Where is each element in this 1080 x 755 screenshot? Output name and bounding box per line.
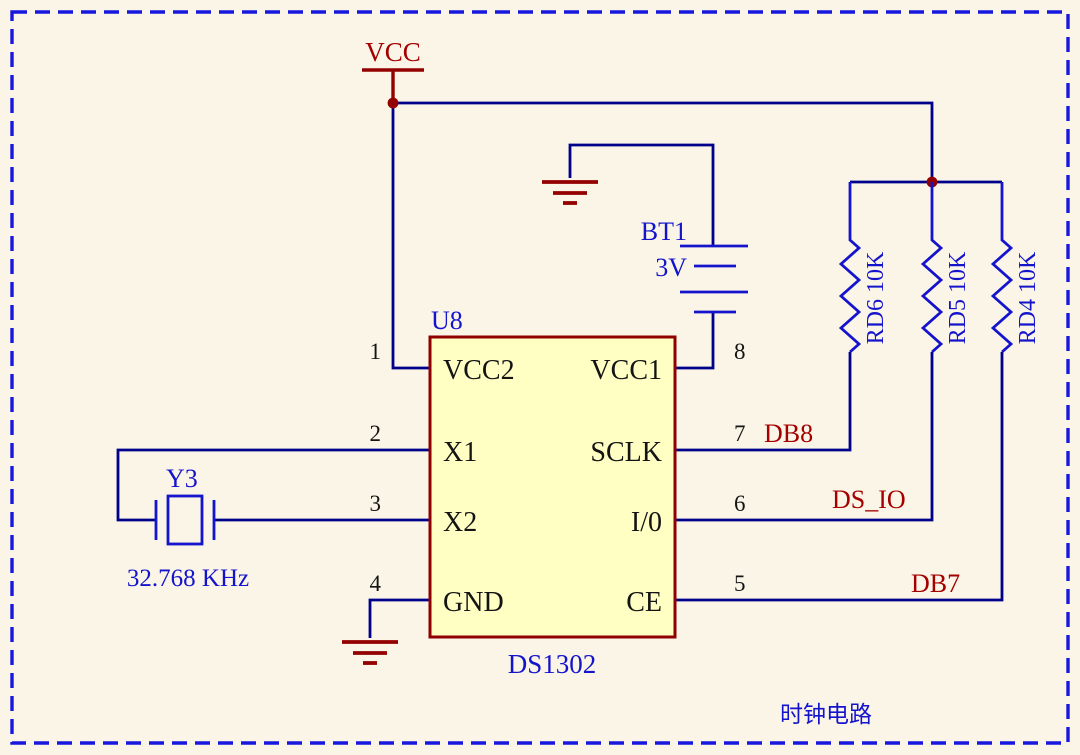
wire-ce-net: [675, 352, 1004, 602]
pin-number-5: 5: [734, 571, 746, 596]
pin-name-vcc2: VCC2: [443, 355, 515, 386]
battery-bt1: BT1 3V: [641, 217, 748, 314]
ic-ds1302: U8 DS1302 VCC2 X1 X2 GND VCC1 SCLK I/0 C…: [370, 306, 746, 679]
pin-name-gnd: GND: [443, 587, 504, 618]
wire-io-net: [675, 352, 934, 522]
wire-x1-to-crystal: [116, 448, 430, 522]
resistor-label: RD4 10K: [1015, 251, 1041, 344]
pin-name-ce: CE: [626, 587, 662, 618]
pin-number-2: 2: [370, 421, 382, 446]
pin-name-x1: X1: [443, 437, 477, 468]
pin-name-sclk: SCLK: [590, 437, 662, 468]
net-label-db7: DB7: [911, 569, 960, 598]
pin-name-io: I/0: [631, 507, 662, 538]
pin-name-x2: X2: [443, 507, 477, 538]
resistor-label: RD5 10K: [945, 251, 971, 344]
vcc-power-symbol: VCC: [362, 37, 424, 103]
wire-sclk-net: [675, 352, 852, 452]
resistor-rd4: RD4 10K: [990, 182, 1041, 354]
crystal-body-icon: [166, 494, 204, 546]
wires: [116, 101, 1004, 638]
crystal-y3: Y3 32.768 KHz: [127, 464, 249, 592]
sheet-title: 时钟电路: [780, 702, 872, 727]
wire-vcc-to-pin1: [391, 103, 430, 370]
ic-body: [428, 335, 677, 639]
wire-battery-to-pin8: [675, 312, 715, 370]
resistor-label: RD6 10K: [863, 251, 889, 344]
pin-number-3: 3: [370, 491, 382, 516]
pin-number-6: 6: [734, 491, 746, 516]
wire-ground-to-battery: [568, 143, 715, 246]
resistor-zigzag-icon: [920, 182, 944, 354]
ic-refdes: U8: [431, 306, 463, 335]
resistor-rd5: RD5 10K: [920, 182, 971, 354]
net-label-ds-io: DS_IO: [832, 485, 906, 514]
resistor-zigzag-icon: [838, 182, 862, 354]
ground-symbol-battery: [542, 180, 598, 205]
crystal-refdes: Y3: [166, 464, 198, 493]
pin-name-vcc1: VCC1: [590, 355, 662, 386]
wire-gnd-pin4: [368, 598, 430, 638]
sheet-border: [10, 10, 1070, 745]
pin-number-7: 7: [734, 421, 746, 446]
pin-number-4: 4: [370, 571, 382, 596]
pin-number-1: 1: [370, 339, 382, 364]
ic-part-number: DS1302: [508, 649, 597, 679]
resistor-rd6: RD6 10K: [838, 182, 889, 354]
net-label-db8: DB8: [764, 419, 813, 448]
battery-voltage: 3V: [655, 253, 687, 282]
battery-refdes: BT1: [641, 217, 687, 246]
vcc-label: VCC: [365, 37, 421, 67]
ground-symbol-ic: [342, 640, 398, 665]
crystal-frequency: 32.768 KHz: [127, 565, 249, 592]
pin-number-8: 8: [734, 339, 746, 364]
wire-vcc-bus: [393, 101, 934, 182]
resistor-zigzag-icon: [990, 182, 1014, 354]
